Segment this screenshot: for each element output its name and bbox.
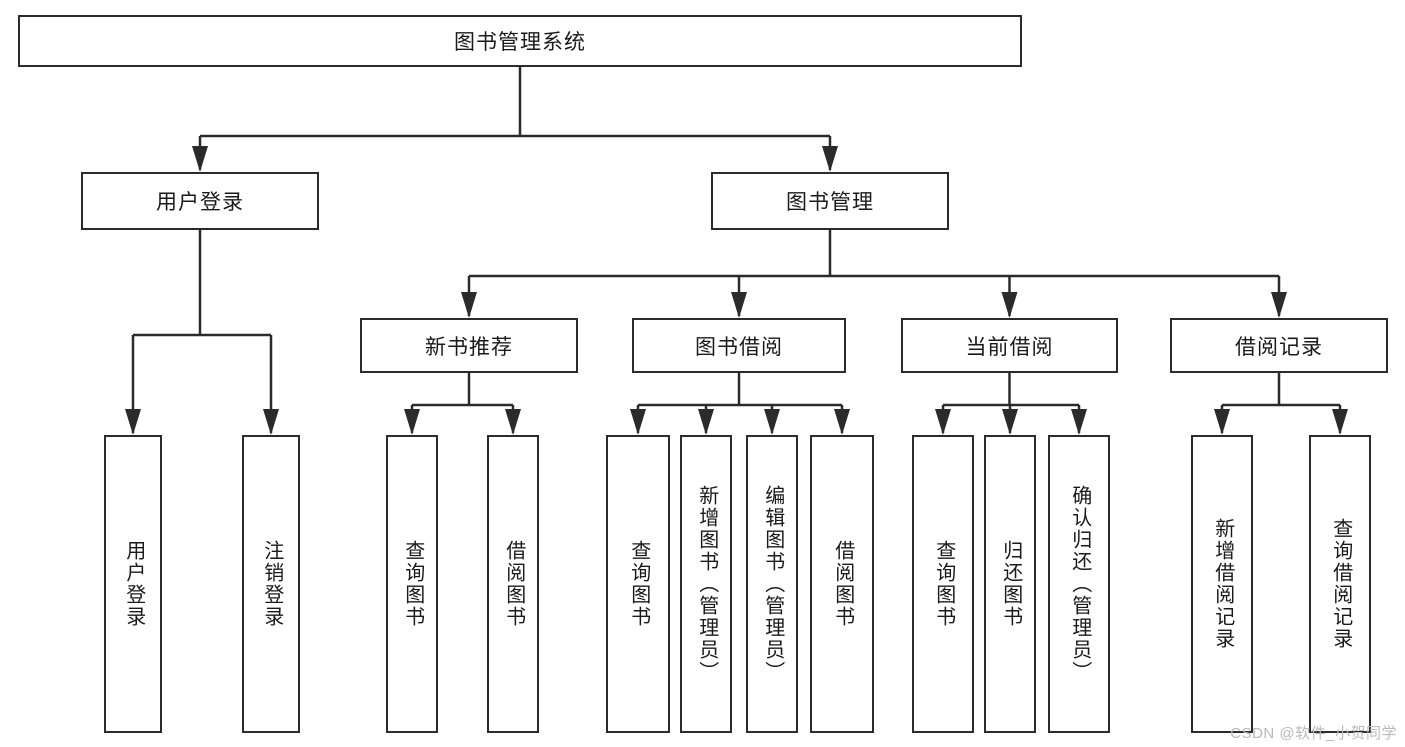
node-label: 用户登录 <box>122 540 145 628</box>
node-label: 查询图书 <box>932 540 955 628</box>
node-label: 编辑图书（管理员） <box>761 485 784 683</box>
node-leaf-nb-borrow[interactable]: 借阅图书 <box>487 435 539 733</box>
node-leaf-user-logout[interactable]: 注销登录 <box>242 435 300 733</box>
arrowhead-icon <box>698 409 714 435</box>
arrowhead-icon <box>1332 409 1348 435</box>
node-leaf-cur-return[interactable]: 归还图书 <box>984 435 1036 733</box>
node-label: 借阅记录 <box>1235 335 1323 359</box>
node-l2-new-book[interactable]: 新书推荐 <box>360 318 578 373</box>
node-leaf-rec-add[interactable]: 新增借阅记录 <box>1191 435 1253 733</box>
node-label: 查询图书 <box>627 540 650 628</box>
node-label: 新书推荐 <box>425 335 513 359</box>
node-leaf-bb-edit[interactable]: 编辑图书（管理员） <box>746 435 798 733</box>
arrowhead-icon <box>731 292 747 318</box>
arrowhead-icon <box>630 409 646 435</box>
node-l1-user-login[interactable]: 用户登录 <box>81 172 319 230</box>
arrowhead-icon <box>263 409 279 435</box>
node-label: 图书管理 <box>786 191 874 214</box>
arrowhead-icon <box>505 409 521 435</box>
arrowhead-icon <box>822 146 838 172</box>
node-label: 注销登录 <box>260 540 283 628</box>
arrowhead-icon <box>834 409 850 435</box>
node-leaf-cur-confirm[interactable]: 确认归还（管理员） <box>1048 435 1110 733</box>
arrowhead-icon <box>192 146 208 172</box>
arrowhead-icon <box>125 409 141 435</box>
node-label: 新增图书（管理员） <box>695 485 718 683</box>
node-l1-book-manage[interactable]: 图书管理 <box>711 172 949 230</box>
arrowhead-icon <box>1071 409 1087 435</box>
arrowhead-icon <box>764 409 780 435</box>
node-leaf-nb-query[interactable]: 查询图书 <box>386 435 438 733</box>
node-label: 查询借阅记录 <box>1329 518 1352 650</box>
node-leaf-user-login[interactable]: 用户登录 <box>104 435 162 733</box>
node-l2-borrow[interactable]: 图书借阅 <box>632 318 846 373</box>
node-label: 图书管理系统 <box>454 31 586 54</box>
node-l2-record[interactable]: 借阅记录 <box>1170 318 1388 373</box>
node-l2-current[interactable]: 当前借阅 <box>901 318 1118 373</box>
node-leaf-rec-query[interactable]: 查询借阅记录 <box>1309 435 1371 733</box>
node-leaf-bb-borrow[interactable]: 借阅图书 <box>810 435 874 733</box>
node-label: 归还图书 <box>999 540 1022 628</box>
arrowhead-icon <box>404 409 420 435</box>
arrowhead-icon <box>1214 409 1230 435</box>
arrowhead-icon <box>1002 409 1018 435</box>
arrowhead-icon <box>461 292 477 318</box>
node-label: 用户登录 <box>156 191 244 214</box>
node-leaf-bb-add[interactable]: 新增图书（管理员） <box>680 435 732 733</box>
node-label: 图书借阅 <box>695 335 783 359</box>
node-label: 确认归还（管理员） <box>1068 485 1091 683</box>
arrowhead-icon <box>1271 292 1287 318</box>
node-label: 查询图书 <box>401 540 424 628</box>
node-label: 当前借阅 <box>965 335 1054 359</box>
arrowhead-icon <box>935 409 951 435</box>
node-label: 借阅图书 <box>831 540 854 628</box>
node-root[interactable]: 图书管理系统 <box>18 15 1022 67</box>
watermark-label: CSDN @软件_小贺同学 <box>1230 725 1397 742</box>
node-label: 新增借阅记录 <box>1211 518 1234 650</box>
arrowhead-icon <box>1001 292 1018 318</box>
node-label: 借阅图书 <box>502 540 525 628</box>
node-leaf-bb-query[interactable]: 查询图书 <box>606 435 670 733</box>
node-leaf-cur-query[interactable]: 查询图书 <box>912 435 974 733</box>
